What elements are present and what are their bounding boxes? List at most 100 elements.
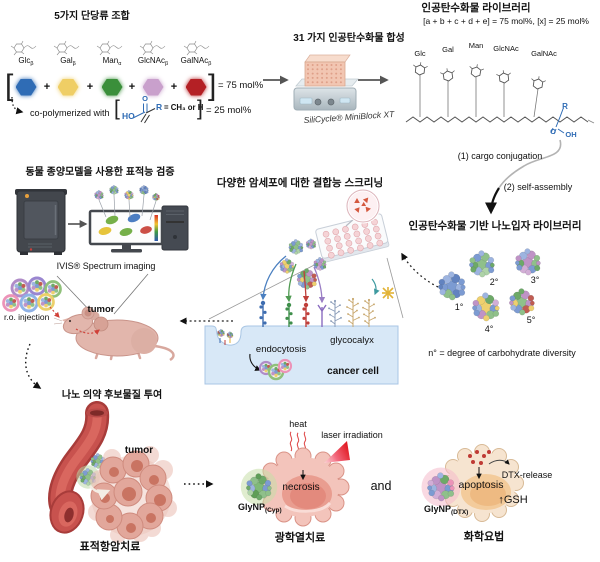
plus-sign: +	[86, 81, 94, 93]
necrosis-label: necrosis	[282, 482, 320, 493]
tumor-mass-illustration	[88, 446, 177, 543]
ivis-machine-illustration	[15, 189, 67, 255]
panel-title-library: 인공탄수화물 라이브러리	[421, 2, 531, 14]
monomer-eq-label: = CH₃ or H	[164, 103, 204, 112]
endocytosis-label: endocytosis	[255, 344, 307, 355]
apoptotic-cancer-cell-illustration	[440, 444, 524, 522]
falling-nanoparticles	[279, 238, 327, 290]
sugar-label-man: Manα	[102, 56, 122, 67]
nanoparticle-library-illustration	[438, 248, 541, 322]
bracket-close-icon: ]	[197, 97, 203, 120]
sugar-label-galnac: GalNAcβ	[180, 56, 212, 67]
gsh-label: ↑GSH	[498, 494, 528, 506]
binding-arrows	[260, 255, 380, 304]
monomer-structure-glyph	[132, 103, 156, 124]
cancer-cell-membrane	[204, 325, 399, 385]
polymer-oh-label: OH	[565, 130, 577, 139]
pit-nanoparticles	[217, 328, 234, 339]
cancer-cell-label: cancer cell	[327, 366, 379, 377]
degree-2-label: 2°	[489, 277, 499, 287]
panel-title-animal-model: 동물 종양모델을 사용한 표적능 검증	[25, 167, 175, 178]
monosaccharide-structure-sketches	[10, 40, 210, 56]
degree-5-label: 5°	[526, 315, 536, 325]
conjugation-connector-curve	[498, 139, 562, 189]
library-formula: [a + b + c + d + e] = 75 mol%, [x] = 25 …	[423, 16, 589, 26]
degree-1-label: 1°	[454, 302, 464, 312]
apoptosis-label: apoptosis	[458, 479, 504, 491]
starburst-glycan-icon	[382, 287, 394, 299]
degree-3-label: 3°	[530, 275, 540, 285]
pit-receptor-stubs	[219, 338, 231, 345]
well-plate-illustration	[315, 213, 390, 263]
copolymer-sum-label: = 25 mol%	[206, 105, 252, 116]
sugar-label-glcnac: GlcNAcβ	[137, 56, 169, 67]
monitor-illustration	[88, 209, 164, 253]
glc-hexagon-icon	[15, 78, 37, 96]
mouse-tumor-label: tumor	[87, 304, 115, 315]
gal-hexagon-icon	[57, 78, 79, 96]
ro-injection-label: r.o. injection	[4, 312, 50, 322]
copolymerized-label: co-polymerized with	[30, 108, 110, 118]
endocytosed-nanoparticles	[258, 358, 293, 381]
glycopolymer-structure	[405, 61, 595, 135]
sugar-sum-label: = 75 mol%	[218, 80, 264, 91]
step-self-assembly: (2) self-assembly	[503, 182, 573, 192]
polymer-sugar-galnac: GalNAc	[531, 49, 557, 58]
glynp-cyp-label: GlyNP(Cyp)	[238, 502, 282, 514]
polymer-sugar-man: Man	[468, 41, 484, 50]
monomer-o-label: O	[142, 94, 148, 103]
nano-admin-label: 나노 의약 후보물질 투여	[61, 390, 163, 401]
laser-irradiation-label: laser irradiation	[321, 430, 383, 440]
glynp-dtx-nanoparticle	[421, 467, 461, 507]
monitor-nanoparticles	[94, 184, 160, 221]
plus-sign: +	[43, 81, 51, 93]
laser-beam	[324, 441, 350, 463]
diversity-note: n° = degree of carbohydrate diversity	[428, 348, 576, 358]
glycocalyx-label: glycocalyx	[330, 335, 374, 346]
cell-magnifier-inset	[345, 188, 381, 227]
screen-mice	[98, 213, 152, 237]
panel-title-screening: 다양한 암세포에 대한 결합능 스크리닝	[216, 177, 384, 189]
polymer-r-label: R	[562, 102, 568, 111]
man-hexagon-icon	[101, 78, 123, 96]
glycocalyx-receptors	[259, 297, 376, 327]
self-assembly-arrow	[484, 187, 500, 215]
vessel-tumor-label: tumor	[124, 445, 154, 456]
panel-title-np-library: 인공탄수화물 기반 나노입자 라이브러리	[408, 220, 582, 232]
targeted-therapy-label: 표적항암치료	[79, 541, 141, 553]
extravasation-arrow	[89, 485, 111, 501]
panel-title-monosaccharides: 5가지 단당류 조합	[54, 11, 130, 22]
photothermal-label: 광학열치료	[274, 532, 326, 544]
mouse-illustration	[53, 306, 175, 362]
step-cargo-conjugation: (1) cargo conjugation	[457, 151, 543, 161]
polymer-sugar-gal: Gal	[442, 45, 454, 54]
monomer-r-label: R	[156, 102, 163, 112]
ivis-imaging-label: IVIS® Spectrum imaging	[56, 261, 156, 271]
glynp-cyp-nanoparticle	[240, 468, 278, 506]
sugar-label-gal: Galβ	[60, 56, 76, 67]
and-label: and	[370, 479, 392, 493]
bracket-open-icon: [	[5, 69, 14, 102]
dtx-release-label: DTX-release	[501, 470, 553, 480]
degree-4-label: 4°	[484, 324, 494, 334]
sugar-label-glc: Glcβ	[18, 56, 34, 67]
library-to-screening-dotted-arrow	[401, 252, 439, 288]
bracket-open-icon: [	[114, 97, 120, 120]
glynp-dtx-label: GlyNP(DTX)	[424, 504, 469, 516]
computer-tower-illustration	[161, 205, 189, 251]
glcnac-hexagon-icon	[142, 78, 164, 96]
galnac-hexagon-icon	[185, 78, 207, 96]
panel-title-synthesis: 31 가지 인공탄수화물 합성	[293, 33, 405, 44]
endocytosis-arrow	[249, 353, 262, 371]
monomer-ho-label: HO	[122, 111, 135, 121]
plus-sign: +	[128, 81, 136, 93]
polymer-o-label: O	[550, 127, 556, 136]
miniblock-instrument-illustration	[293, 54, 359, 111]
copolymerize-elbow-arrow	[11, 96, 24, 115]
polymer-sugar-glc: Glc	[414, 49, 426, 58]
chemotherapy-label: 화학요법	[463, 531, 505, 543]
polymer-sugar-glcnac: GlcNAc	[493, 44, 519, 53]
plus-sign: +	[170, 81, 178, 93]
